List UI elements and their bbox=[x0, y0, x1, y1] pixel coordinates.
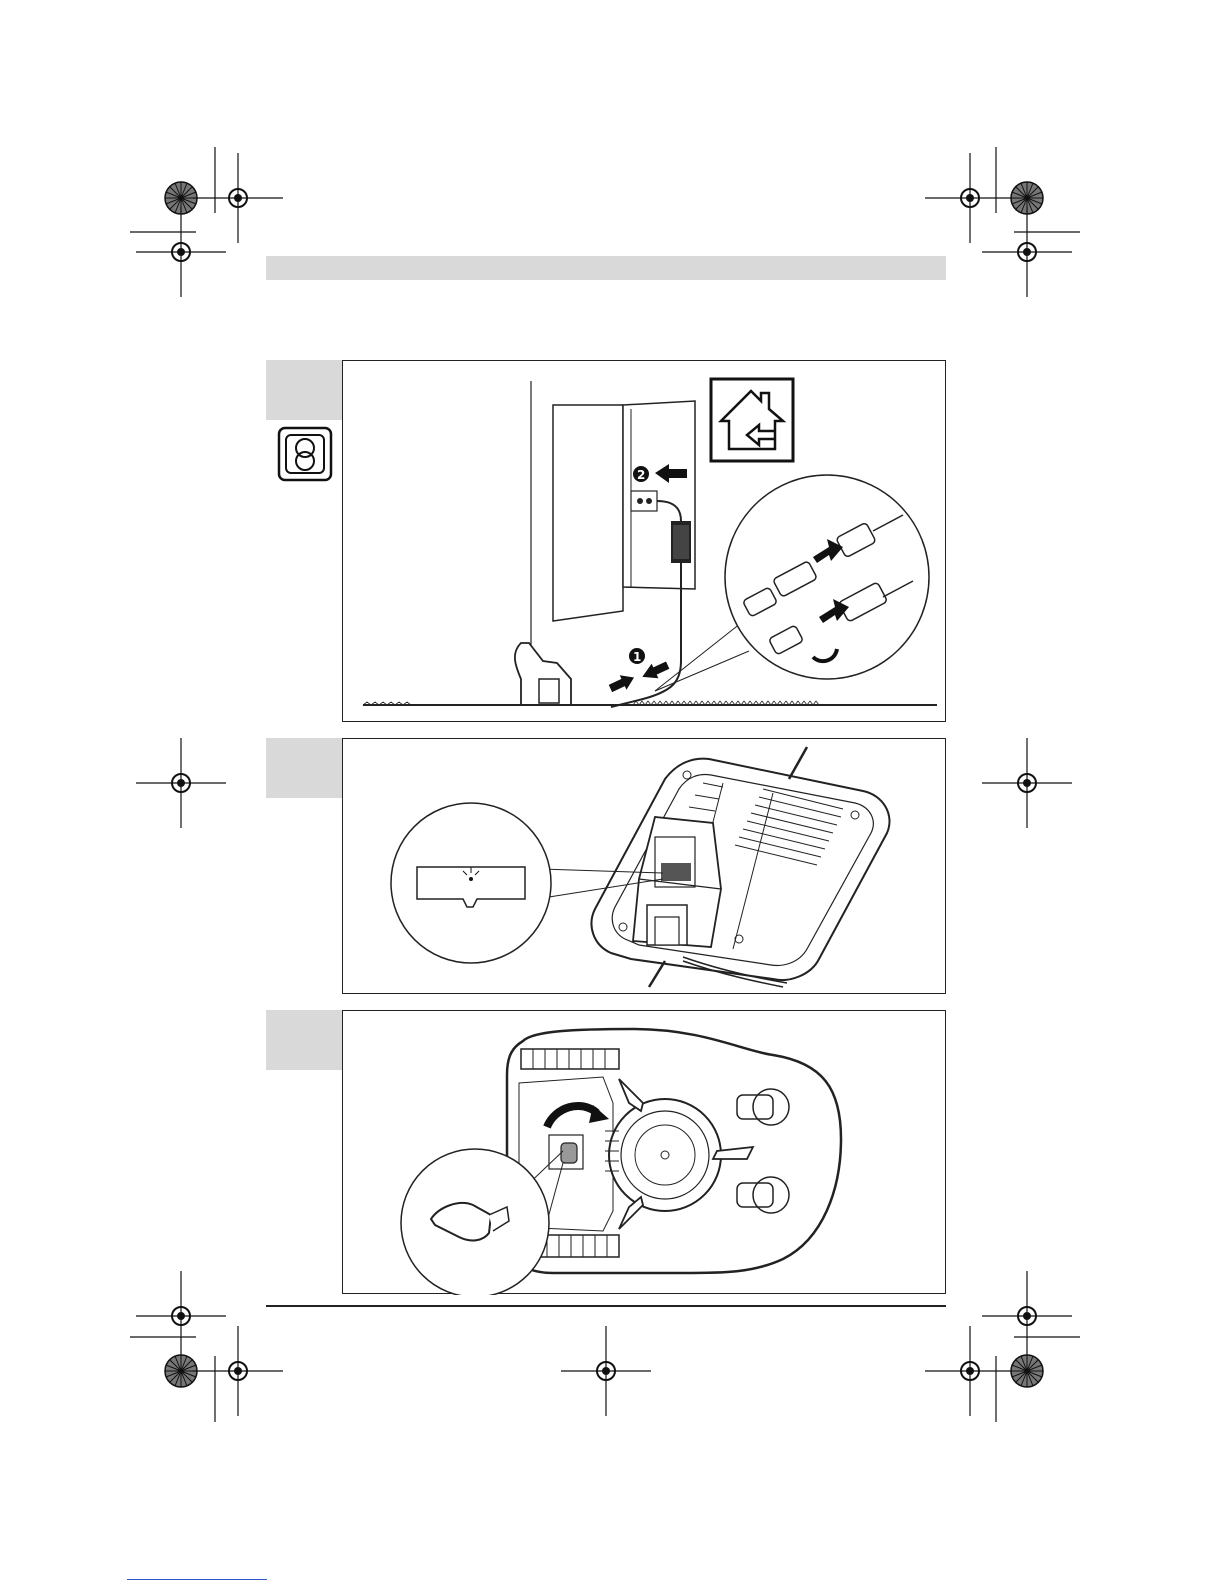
figure-tab-3 bbox=[266, 1010, 342, 1070]
footer-rule bbox=[266, 1305, 946, 1307]
indoor-use-icon bbox=[711, 379, 793, 461]
figure-tab-2 bbox=[266, 738, 342, 798]
figure-panel-2 bbox=[342, 738, 946, 994]
docking-contacts-illustration bbox=[343, 739, 947, 995]
bottom-edge-line bbox=[127, 1579, 267, 1580]
figure-tab-1 bbox=[266, 360, 342, 420]
charging-station-illustration: 2 1 bbox=[343, 361, 947, 723]
figure-panel-1: 2 1 bbox=[342, 360, 946, 722]
svg-text:1: 1 bbox=[633, 650, 641, 664]
header-bar bbox=[266, 256, 946, 280]
figure-panel-3 bbox=[342, 1010, 946, 1294]
cutting-height-illustration bbox=[343, 1011, 947, 1295]
power-supply-icon bbox=[277, 426, 333, 482]
svg-text:2: 2 bbox=[637, 468, 645, 482]
